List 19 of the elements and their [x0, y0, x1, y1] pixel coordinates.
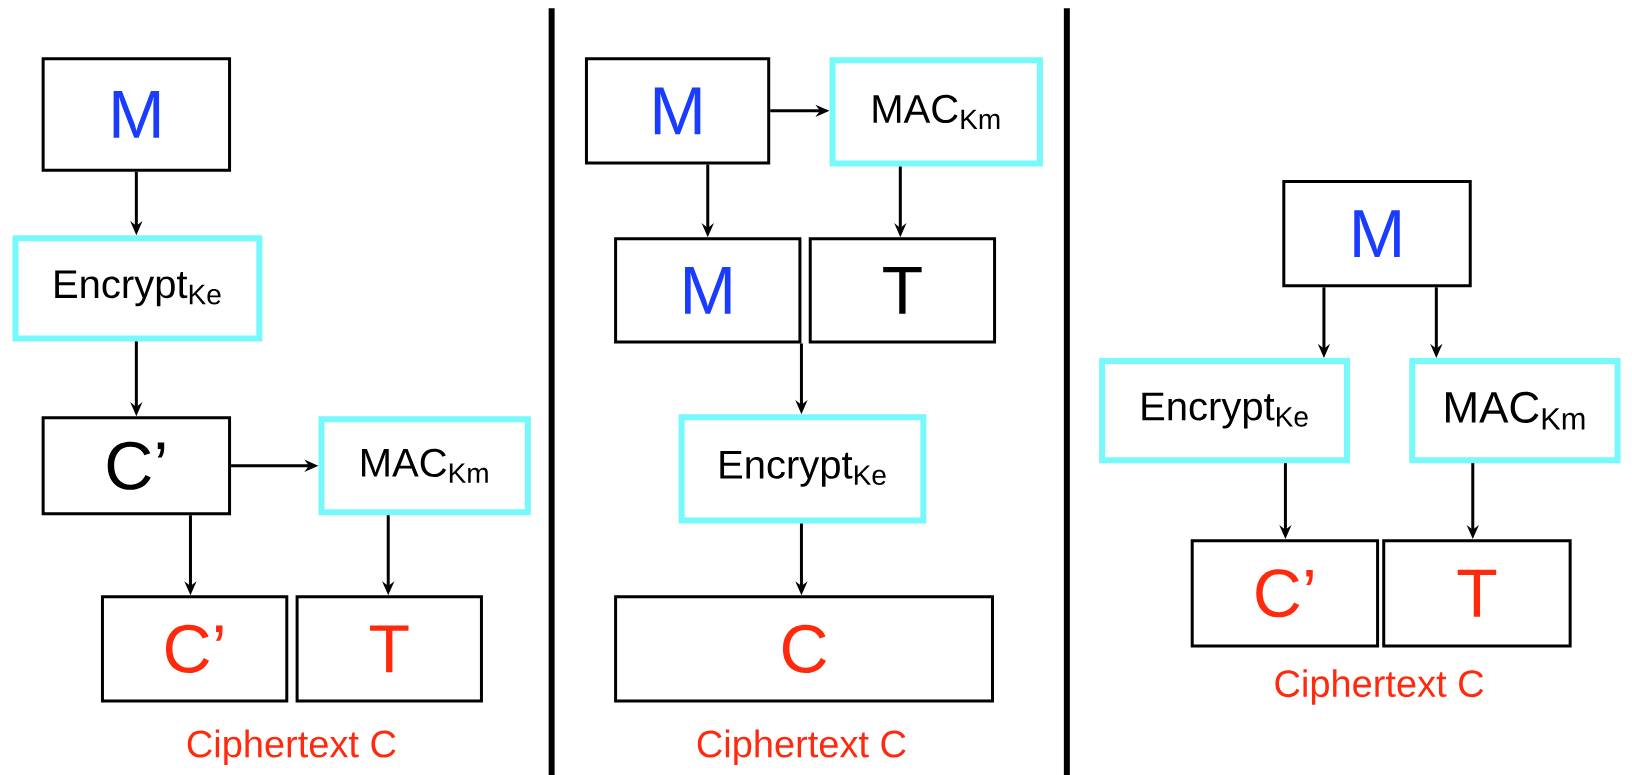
- box: C’: [1190, 538, 1380, 648]
- box: M: [41, 57, 232, 172]
- operation-box: MAC$_{Km}$: [829, 57, 1043, 167]
- box: C: [614, 595, 994, 703]
- operation-box: Encrypt$_{Ke}$: [678, 414, 927, 524]
- box: M: [614, 237, 802, 344]
- operation-box: MAC$_{Km}$: [1409, 357, 1621, 463]
- caption-text: Ciphertext C: [187, 729, 396, 765]
- box: M: [1282, 179, 1472, 288]
- operation-box: MAC$_{Km}$: [318, 416, 531, 515]
- operation-box: Encrypt$_{Ke}$: [1099, 357, 1350, 463]
- box: C’: [100, 595, 289, 703]
- box: M: [584, 57, 771, 165]
- caption-text: Ciphertext C: [1275, 669, 1484, 705]
- box: C’: [41, 416, 232, 515]
- box: T: [295, 595, 483, 703]
- box: T: [808, 237, 997, 344]
- operation-box: Encrypt$_{Ke}$: [12, 235, 263, 342]
- box: T: [1382, 538, 1572, 648]
